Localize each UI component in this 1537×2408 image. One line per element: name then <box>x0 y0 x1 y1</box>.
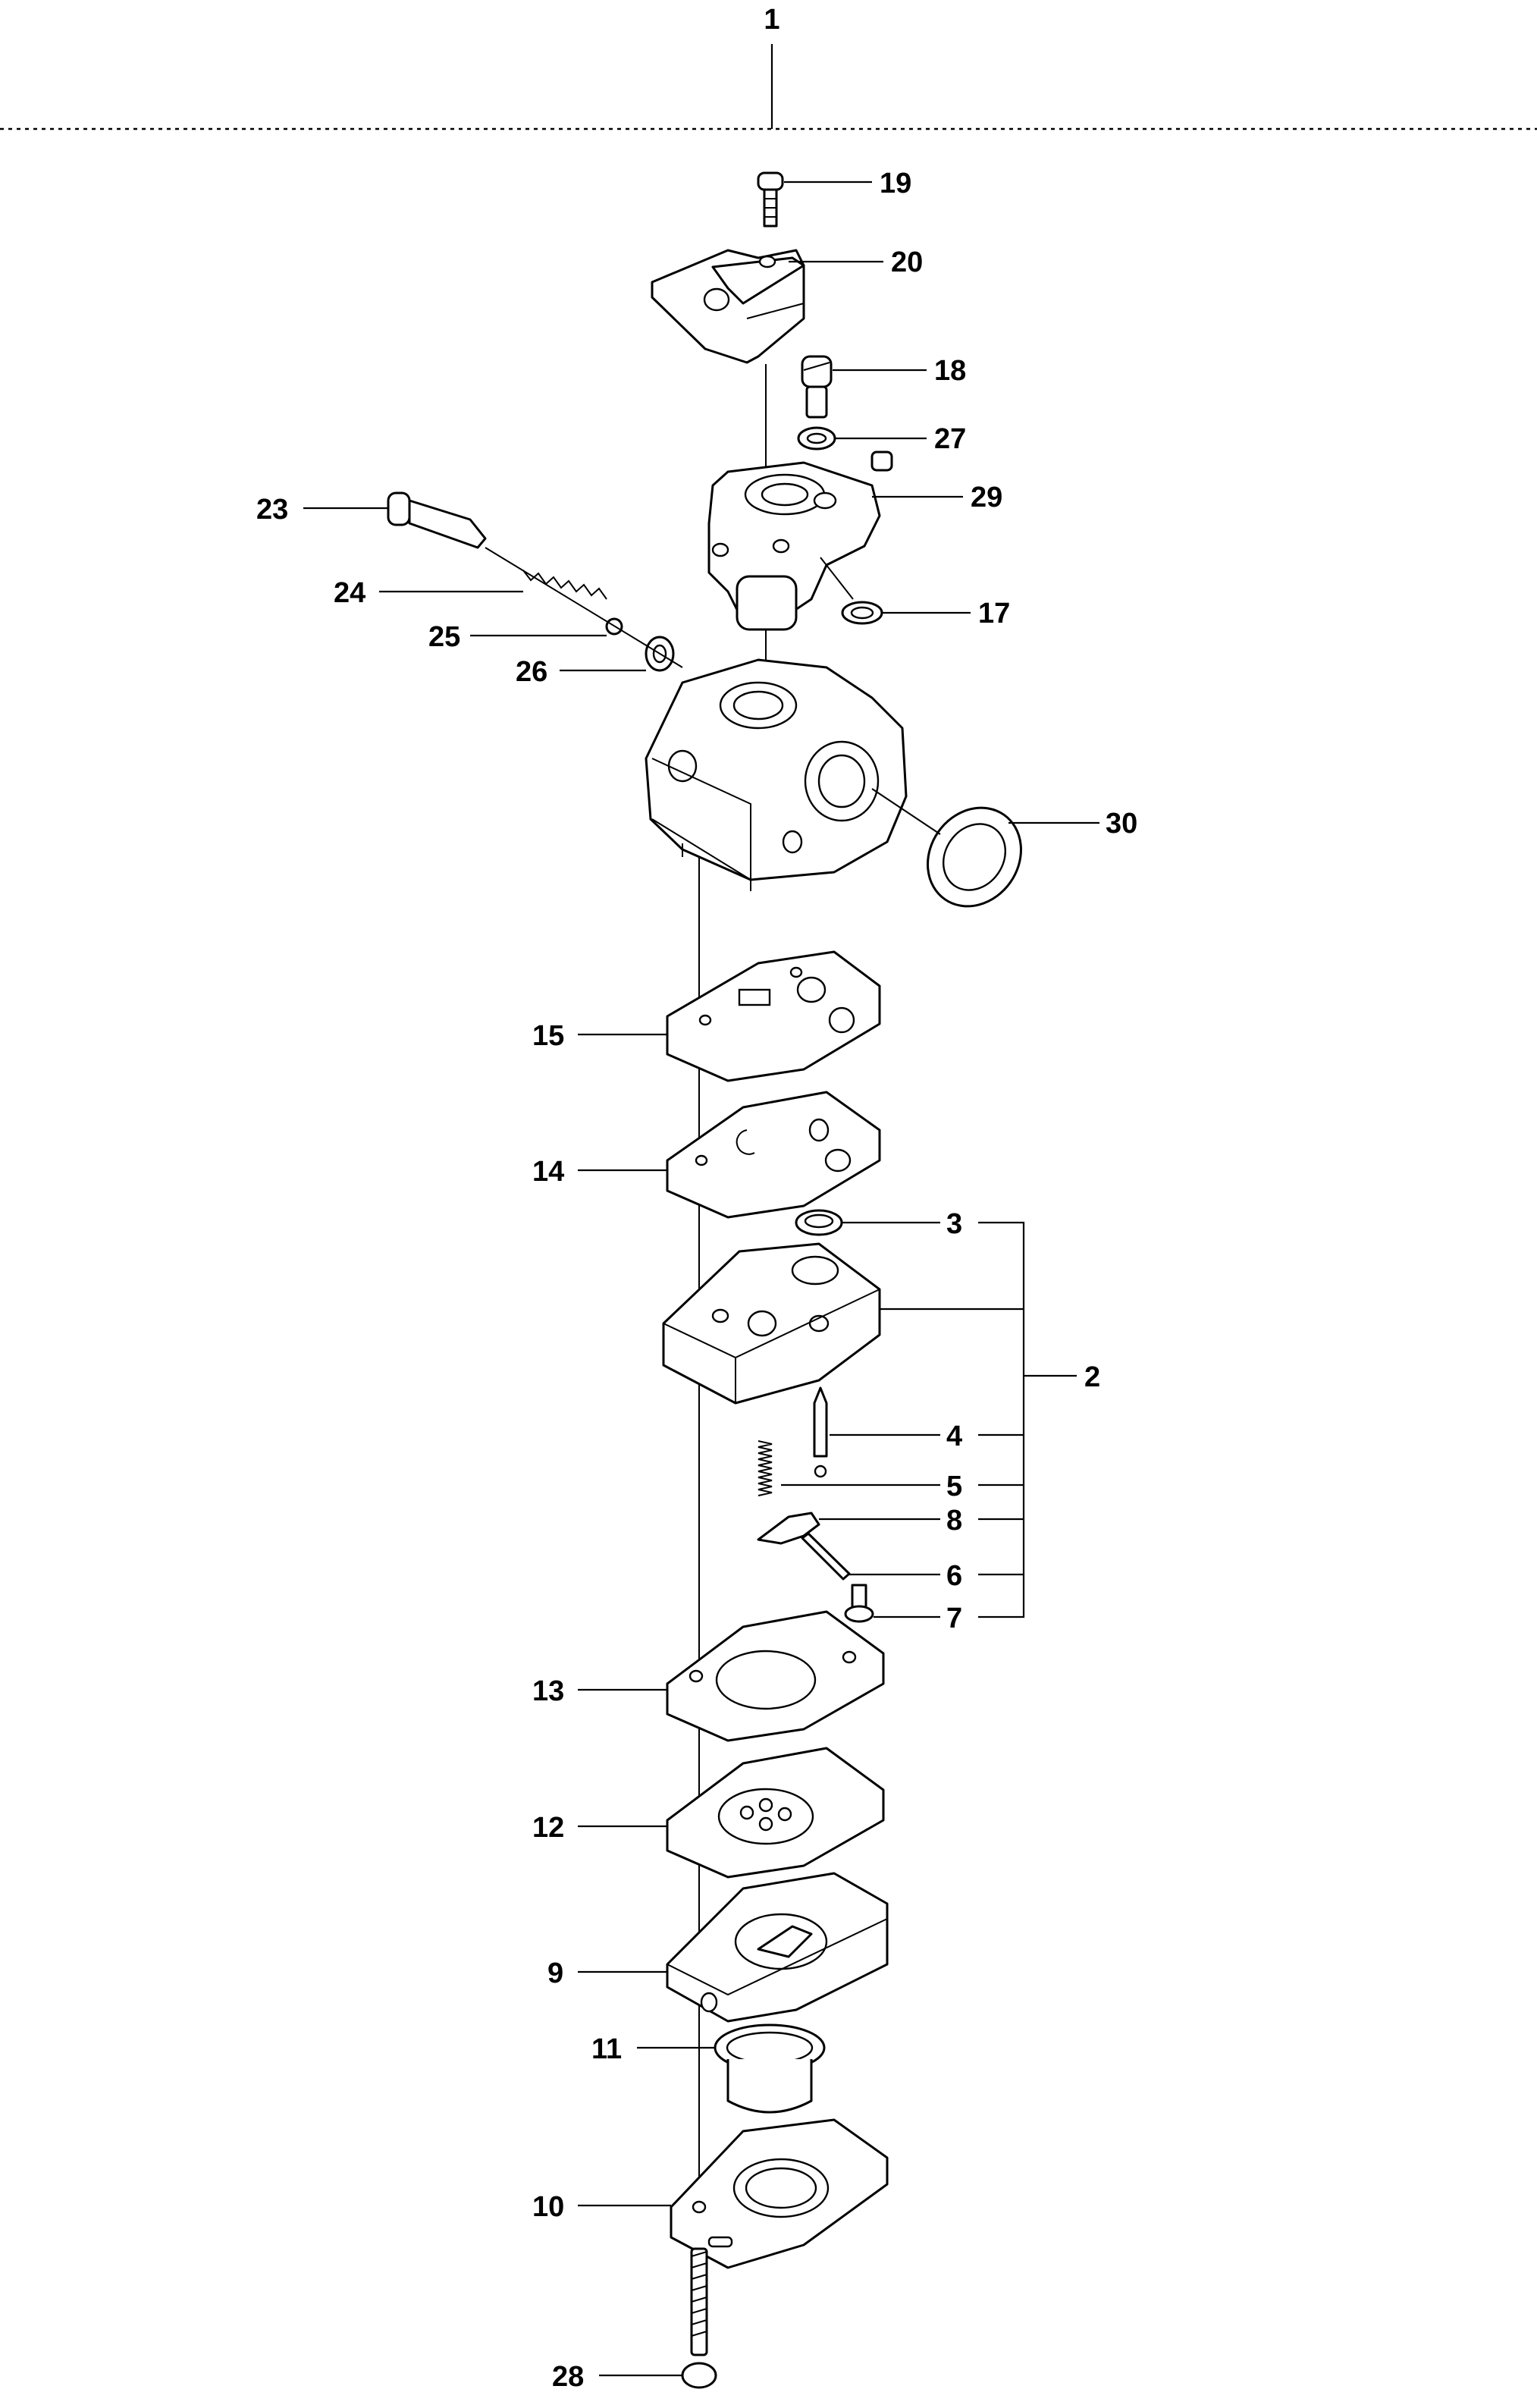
part-6-lever-pin <box>801 1532 851 1581</box>
callout-29: 29 <box>971 482 1002 513</box>
callout-4: 4 <box>946 1421 962 1452</box>
part-5-spring <box>758 1440 773 1496</box>
part-18-adjuster <box>801 355 833 419</box>
kit-2-bracket <box>978 1221 1025 1618</box>
callout-19: 19 <box>880 168 911 199</box>
part-metering-body <box>662 1242 881 1405</box>
part-15-gasket <box>666 950 881 1082</box>
part-23-adjust-screw <box>387 491 487 549</box>
part-carburetor-body <box>645 658 908 891</box>
callout-6: 6 <box>946 1560 962 1592</box>
callout-7: 7 <box>946 1603 962 1634</box>
callout-15: 15 <box>532 1020 564 1052</box>
screw-axis-line <box>485 547 683 668</box>
part-24-spring <box>522 570 607 600</box>
part-29-throttle-housing <box>707 451 893 631</box>
callout-27: 27 <box>934 423 966 455</box>
part-19-screw <box>757 171 784 228</box>
callout-3: 3 <box>946 1208 962 1240</box>
part-7-screw <box>844 1584 874 1623</box>
callout-14: 14 <box>532 1156 564 1188</box>
part-9-pump-cover <box>666 1872 889 2023</box>
intake-axis-line <box>871 788 941 835</box>
callout-20: 20 <box>891 246 923 278</box>
part-30-intake-ring <box>927 806 1022 908</box>
part-10-cover-plate <box>670 2118 889 2269</box>
callout-2: 2 <box>1084 1361 1100 1393</box>
callout-12: 12 <box>532 1812 564 1844</box>
callout-25: 25 <box>428 621 460 653</box>
callout-5: 5 <box>946 1471 962 1502</box>
callout-23: 23 <box>256 494 288 526</box>
callout-26: 26 <box>516 656 547 688</box>
callout-10: 10 <box>532 2191 564 2223</box>
callout-13: 13 <box>532 1675 564 1707</box>
part-13-gasket <box>666 1610 885 1742</box>
part-28-long-screw <box>681 2247 717 2389</box>
part-17-clip <box>841 601 883 625</box>
shaft-line-17 <box>820 557 854 600</box>
callout-30: 30 <box>1106 808 1137 840</box>
part-20-bracket <box>651 249 805 364</box>
part-3-filter-screen <box>795 1209 843 1236</box>
callout-1: 1 <box>764 4 779 36</box>
callout-8: 8 <box>946 1505 962 1537</box>
part-4-inlet-needle <box>813 1386 828 1478</box>
callout-11: 11 <box>591 2033 622 2065</box>
callout-9: 9 <box>547 1957 563 1989</box>
callout-28: 28 <box>552 2361 584 2393</box>
part-12-diaphragm <box>666 1747 885 1879</box>
callout-24: 24 <box>334 577 365 609</box>
part-14-gasket <box>666 1091 881 1219</box>
callout-18: 18 <box>934 355 966 387</box>
part-27-washer <box>797 426 836 451</box>
callout-17: 17 <box>978 598 1010 629</box>
part-11-primer-bulb <box>714 2023 826 2114</box>
